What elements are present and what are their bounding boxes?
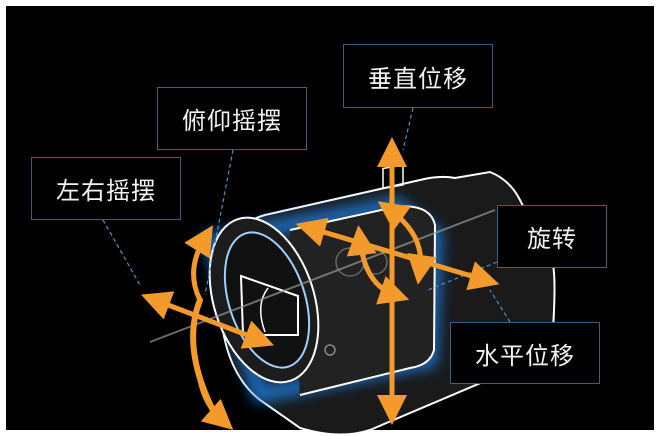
label-horizontal-shift: 水平位移 (450, 322, 600, 384)
motion-arrows (140, 137, 500, 430)
label-roll: 旋转 (497, 205, 607, 268)
label-vertical-shift: 垂直位移 (343, 44, 493, 108)
label-yaw: 左右摇摆 (31, 157, 181, 220)
label-pitch: 俯仰摇摆 (157, 87, 307, 150)
yaw-arrow (140, 291, 275, 349)
horizontal-arrow (295, 217, 500, 291)
